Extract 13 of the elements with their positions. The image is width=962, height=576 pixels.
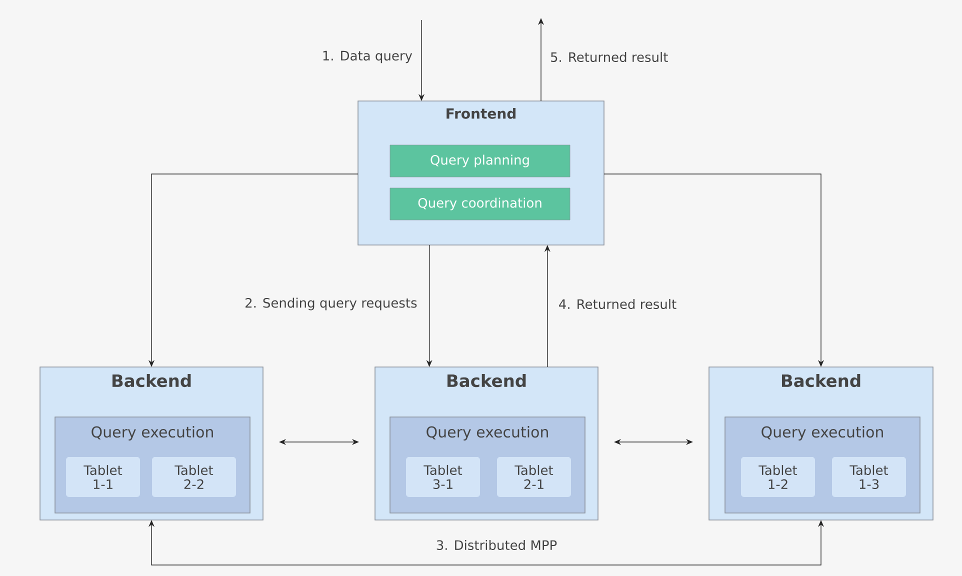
edge-label: 5. Returned result — [548, 50, 670, 64]
tablet-box: Tablet 1-1 — [66, 457, 140, 497]
tablet-box: Tablet 1-2 — [741, 457, 815, 497]
tablet-box: Tablet 2-2 — [152, 457, 236, 497]
edge-label: 2. Sending query requests — [242, 296, 420, 312]
tablet-box: Tablet 1-3 — [832, 457, 906, 497]
edge-label: 4. Returned result — [556, 296, 679, 312]
tablet-box: Tablet 2-1 — [497, 457, 571, 497]
process-box: Query planning — [390, 144, 570, 178]
edge-label: 1. Data query — [320, 48, 414, 66]
tablet-box: Tablet 3-1 — [406, 457, 480, 497]
edge-label: 3. Distributed MPP — [434, 538, 560, 552]
process-box: Query coordination — [390, 188, 570, 220]
